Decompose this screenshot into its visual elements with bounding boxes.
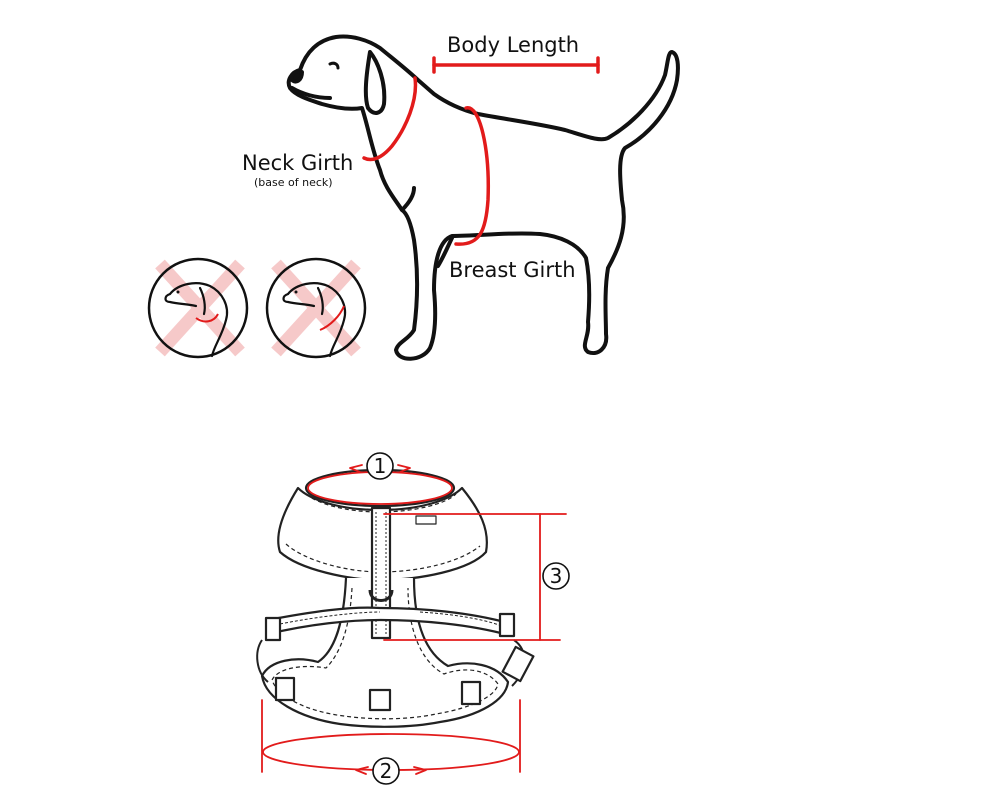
harness-measurements	[261, 464, 567, 775]
left-buckle	[264, 616, 282, 642]
harness-drawing	[256, 468, 535, 728]
marker-2: 2	[372, 757, 400, 785]
body-length-label: Body Length	[447, 33, 579, 57]
wrong-example-1	[147, 257, 249, 359]
neck-girth-note: (base of neck)	[254, 176, 333, 189]
neck-girth-line	[362, 76, 418, 162]
marker-1: 1	[366, 452, 394, 480]
dog-outline	[286, 34, 680, 361]
measurement-lines	[362, 56, 600, 246]
svg-text:1: 1	[374, 454, 387, 478]
neck-girth-label: Neck Girth	[242, 151, 353, 175]
wrong-example-2	[265, 257, 367, 359]
svg-text:2: 2	[380, 759, 393, 783]
breast-girth-line	[454, 106, 491, 246]
right-buckle	[498, 612, 516, 638]
svg-text:3: 3	[550, 564, 563, 588]
breast-girth-label: Breast Girth	[449, 258, 576, 282]
side-clip	[501, 645, 535, 683]
harness-vest	[260, 577, 510, 728]
marker-3: 3	[542, 562, 570, 590]
